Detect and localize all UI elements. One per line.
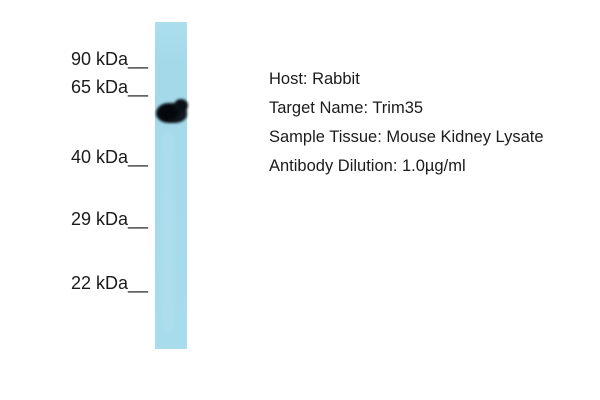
- mw-marker-90kda: 90 kDa__: [70, 49, 148, 69]
- annotation-block: Host: Rabbit Target Name: Trim35 Sample …: [269, 65, 544, 181]
- host-line: Host: Rabbit: [269, 70, 360, 88]
- mw-marker-22kda: 22 kDa__: [70, 273, 148, 293]
- mw-marker-65kda: 65 kDa__: [70, 77, 148, 97]
- antibody-dilution-line: Antibody Dilution: 1.0µg/ml: [269, 157, 466, 175]
- protein-band: [156, 99, 188, 123]
- mw-marker-29kda: 29 kDa__: [70, 209, 148, 229]
- blot-lane: [155, 22, 188, 349]
- sample-tissue-line: Sample Tissue: Mouse Kidney Lysate: [269, 128, 544, 146]
- mw-marker-40kda: 40 kDa__: [70, 147, 148, 167]
- target-name-line: Target Name: Trim35: [269, 99, 424, 117]
